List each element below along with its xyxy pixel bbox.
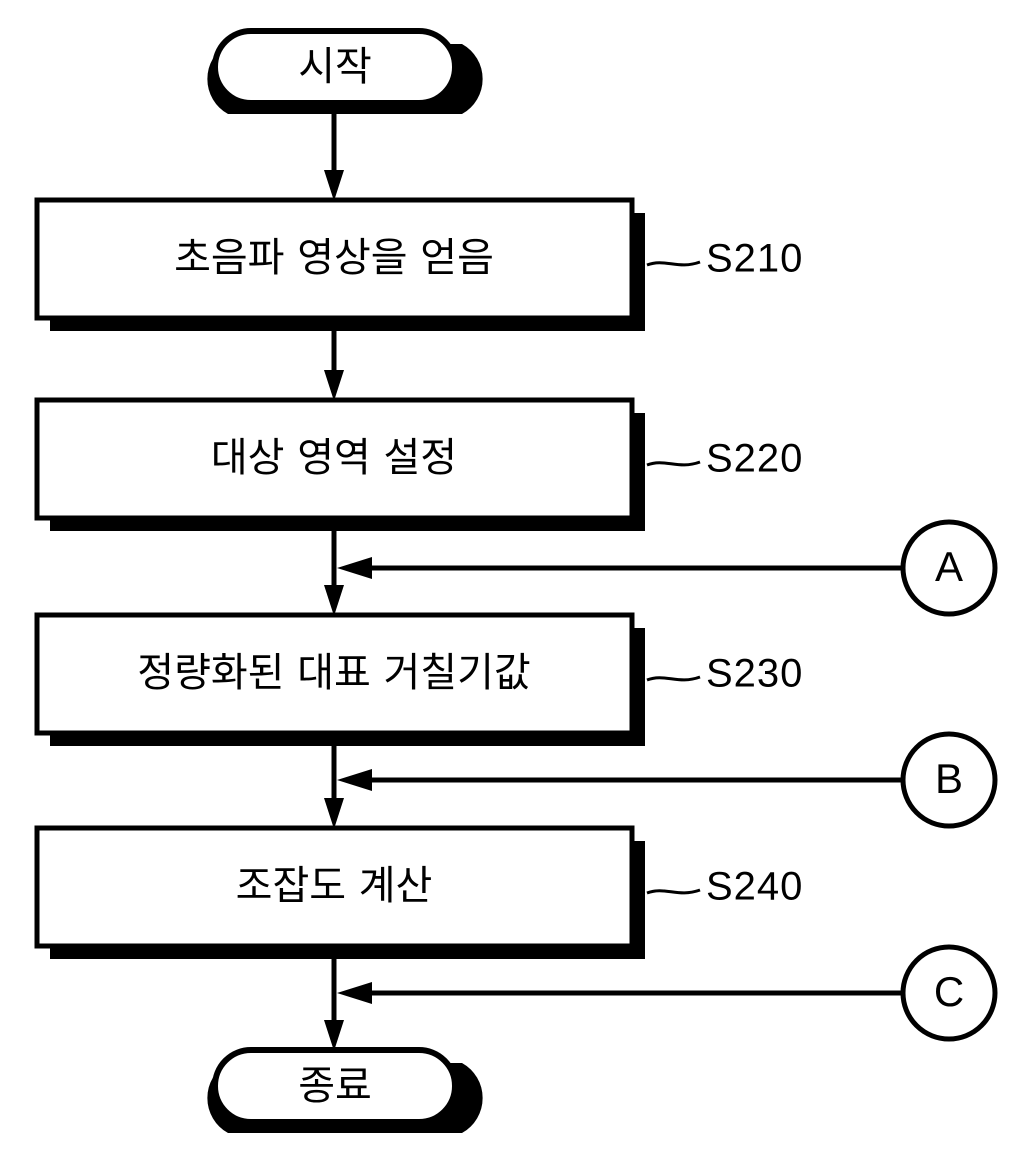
arrow-head-icon [337, 557, 372, 579]
end-node-label: 종료 [298, 1063, 372, 1109]
connector-a: A [337, 519, 998, 617]
flow-arrow-s240-to-end [324, 959, 344, 1051]
end-node-shape [212, 1047, 458, 1125]
process-box-s230: 정량화된 대표 거칠기값 S230 [34, 612, 803, 746]
leader-line [646, 460, 701, 467]
process-box-label: 초음파 영상을 얻음 [174, 235, 494, 281]
process-box-face [34, 825, 635, 949]
step-ref-label: S210 [706, 237, 803, 281]
process-box-label: 정량화된 대표 거칠기값 [137, 650, 530, 696]
arrow-head-icon [324, 585, 344, 616]
arrow-head-icon [324, 798, 344, 829]
connector-circle [900, 731, 998, 829]
process-box-label: 조잡도 계산 [236, 863, 433, 909]
flow-arrow-start-to-s210 [324, 103, 344, 201]
connector-c: C [337, 944, 998, 1042]
start-node: 시작 [207, 28, 483, 114]
connector-label: A [935, 543, 963, 590]
process-box-s220: 대상 영역 설정 S220 [34, 397, 803, 531]
flow-arrow-s220-to-s230 [324, 531, 344, 616]
process-box-s240: 조잡도 계산 S240 [34, 825, 803, 959]
process-box-label: 대상 영역 설정 [211, 435, 457, 481]
step-ref-label: S230 [706, 652, 803, 696]
arrow-head-icon [324, 170, 344, 201]
arrow-head-icon [324, 1020, 344, 1051]
connector-circle [900, 519, 998, 617]
process-box-face [34, 197, 635, 321]
flow-arrow-s230-to-s240 [324, 746, 344, 829]
connector-label: C [934, 968, 964, 1015]
arrow-head-icon [337, 982, 372, 1004]
step-ref-label: S240 [706, 865, 803, 909]
leader-line [646, 260, 701, 267]
connector-circle [900, 944, 998, 1042]
process-box-face [34, 397, 635, 521]
connector-label: B [935, 755, 963, 802]
leader-line [646, 888, 701, 895]
flow-arrow-s210-to-s220 [324, 331, 344, 401]
process-box-s210: 초음파 영상을 얻음 S210 [34, 197, 803, 331]
end-node: 종료 [207, 1047, 483, 1133]
start-node-label: 시작 [298, 44, 372, 90]
process-box-face [34, 612, 635, 736]
connector-b: B [337, 731, 998, 829]
leader-line [646, 675, 701, 682]
arrow-head-icon [337, 769, 372, 791]
step-ref-label: S220 [706, 437, 803, 481]
arrow-head-icon [324, 370, 344, 401]
